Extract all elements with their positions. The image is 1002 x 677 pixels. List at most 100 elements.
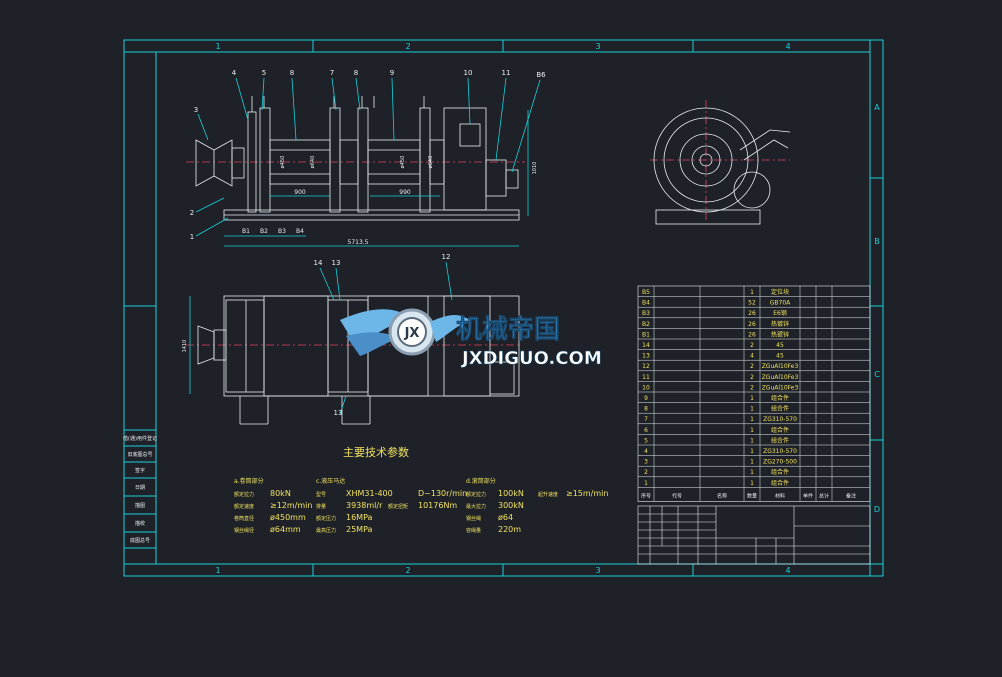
svg-text:80kN: 80kN xyxy=(270,489,291,498)
bom-cell: 5 xyxy=(644,437,648,444)
bom-cell: 4 xyxy=(750,353,754,360)
svg-text:型号: 型号 xyxy=(316,491,326,498)
svg-text:ø64mm: ø64mm xyxy=(270,525,301,534)
balloon-1: 1 xyxy=(190,233,194,241)
zone-bottom-3: 3 xyxy=(595,566,600,575)
bom-cell: ZGuAl10Fe3 xyxy=(762,384,799,391)
tech-title: 主要技术参数 xyxy=(343,445,409,459)
front-view-labels: 3 4 5 8 7 8 9 10 11 B6 2 1 900 990 B1 B2… xyxy=(190,69,546,246)
balloon-5: 5 xyxy=(262,69,266,77)
balloon-8: 8 xyxy=(290,69,294,77)
dim-b1: B1 xyxy=(242,228,250,235)
tech-group-d: d.滚筒部分 xyxy=(466,477,496,485)
stamp-label: 借(通)用件登记 xyxy=(123,435,157,442)
balloon-8b: 8 xyxy=(354,69,358,77)
bom-cell: ZGuAl10Fe3 xyxy=(762,374,799,381)
svg-text:卷筒直径: 卷筒直径 xyxy=(234,515,254,522)
bom-cell: 45 xyxy=(776,353,784,360)
dim-width: 1410 xyxy=(182,340,188,353)
bom-cell: 7 xyxy=(644,416,648,423)
bom-cell: 组合件 xyxy=(771,436,789,444)
balloon-2: 2 xyxy=(190,209,194,217)
bom-cell: 2 xyxy=(644,469,648,476)
bom-cell: 26 xyxy=(748,331,756,338)
watermark-domain: JXDIGUO.COM xyxy=(460,348,602,369)
svg-text:最大拉力: 最大拉力 xyxy=(466,503,486,510)
bom-cell: B5 xyxy=(642,289,650,296)
svg-text:ø64: ø64 xyxy=(498,513,513,522)
bom-cell: B2 xyxy=(642,321,650,328)
dim-b2: B2 xyxy=(260,228,268,235)
zone-bottom-2: 2 xyxy=(405,566,410,575)
svg-text:最高压力: 最高压力 xyxy=(316,527,336,534)
svg-text:容绳量: 容绳量 xyxy=(466,527,481,534)
dim-total-length: 5713.5 xyxy=(348,239,369,246)
left-stamp-labels: 借(通)用件登记 旧底图总号 签字 日期 描图 描校 底图总号 xyxy=(123,435,157,544)
bom-cell: 组合件 xyxy=(771,426,789,434)
bom-cell: 1 xyxy=(750,406,754,413)
svg-text:100kN: 100kN xyxy=(498,489,524,498)
bom-cell: 组合件 xyxy=(771,405,789,413)
bom-cell: 10 xyxy=(642,384,650,391)
bom-header-cell: 代号 xyxy=(672,492,682,499)
bom-cell: 2 xyxy=(750,363,754,370)
bom-header-cell: 序号 xyxy=(641,492,651,499)
bom-cell: ZG310-570 xyxy=(763,416,797,423)
stamp-label: 描校 xyxy=(135,520,145,527)
balloon-11: 11 xyxy=(502,69,511,77)
svg-text:25MPa: 25MPa xyxy=(346,525,373,534)
bom-cell: 1 xyxy=(750,480,754,487)
svg-text:≥15m/min: ≥15m/min xyxy=(566,489,608,498)
bom-cell: 组合件 xyxy=(771,479,789,487)
tech-params: a.卷筒部分 c.液压马达 d.滚筒部分 额定拉力 80kN 型号 XHM31-… xyxy=(234,477,608,534)
bom-cell: 3 xyxy=(644,459,648,466)
svg-text:排量: 排量 xyxy=(316,503,326,510)
zone-labels: 1 2 3 4 1 2 3 4 A B C D xyxy=(215,42,880,575)
balloon-13: 13 xyxy=(332,259,341,267)
bom-cell: 26 xyxy=(748,310,756,317)
balloon-9: 9 xyxy=(390,69,394,77)
svg-text:≥12m/min: ≥12m/min xyxy=(270,501,312,510)
zone-top-4: 4 xyxy=(785,42,790,51)
zone-bottom-4: 4 xyxy=(785,566,790,575)
tech-group-a: a.卷筒部分 xyxy=(234,477,264,485)
stamp-label: 旧底图总号 xyxy=(127,451,152,458)
watermark-logo-icon: JX xyxy=(404,326,420,341)
balloon-10: 10 xyxy=(464,69,473,77)
bom-header-cell: 材料 xyxy=(775,492,785,499)
dim-height: 1010 xyxy=(532,162,538,175)
zone-right-b: B xyxy=(874,237,880,246)
bom-header-cell: 备注 xyxy=(846,492,856,499)
svg-text:额定速度: 额定速度 xyxy=(234,503,254,510)
bom-cell: 11 xyxy=(642,374,650,381)
svg-text:ø450mm: ø450mm xyxy=(270,513,306,522)
bom-cell: 14 xyxy=(642,342,650,349)
bom-cell: E6钢 xyxy=(773,309,787,317)
diam-drum1: ø450 xyxy=(280,156,286,169)
side-view xyxy=(650,100,791,225)
zone-top-3: 3 xyxy=(595,42,600,51)
bom-cell: 2 xyxy=(750,384,754,391)
bom-cell: 45 xyxy=(776,342,784,349)
bom-cell: GB70A xyxy=(770,300,791,307)
bom-cell: 26 xyxy=(748,321,756,328)
dim-b4: B4 xyxy=(296,228,304,235)
svg-text:220m: 220m xyxy=(498,525,521,534)
bom-cell: 热镀锌 xyxy=(771,320,789,328)
zone-right-c: C xyxy=(874,370,880,379)
balloon-3: 3 xyxy=(194,106,198,114)
bom-cell: 热镀锌 xyxy=(771,330,789,338)
tech-group-c: c.液压马达 xyxy=(316,477,345,485)
diam-flange2: ø640 xyxy=(428,156,434,169)
bom-cell: 2 xyxy=(750,342,754,349)
balloon-14: 14 xyxy=(314,259,323,267)
bom-cell: ZG270-500 xyxy=(763,459,797,466)
svg-text:10176Nm: 10176Nm xyxy=(418,501,457,510)
bom-border xyxy=(637,285,871,502)
dim-b3: B3 xyxy=(278,228,286,235)
bom-cell: 13 xyxy=(642,353,650,360)
svg-text:XHM31-400: XHM31-400 xyxy=(346,489,393,498)
bom-cell: B1 xyxy=(642,331,650,338)
zone-top-1: 1 xyxy=(215,42,220,51)
